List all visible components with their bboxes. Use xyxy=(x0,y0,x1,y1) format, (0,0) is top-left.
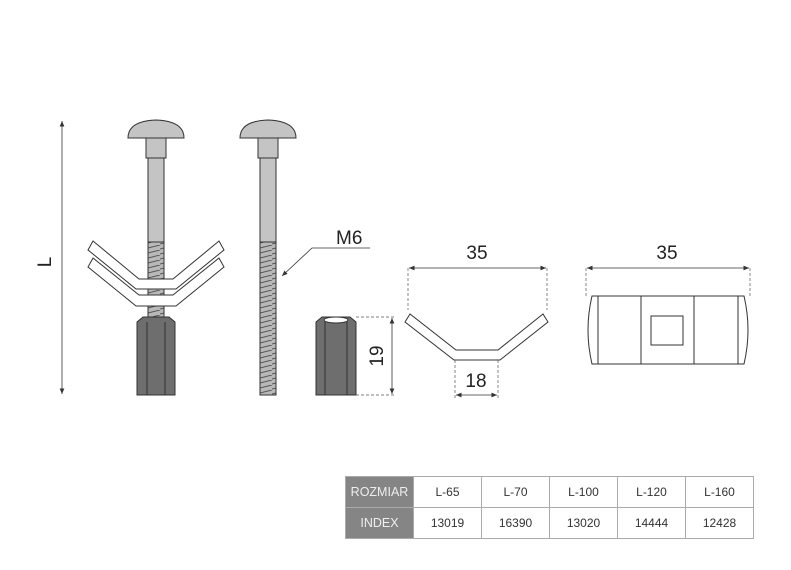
washer-base-label: 18 xyxy=(465,371,486,392)
nut-height-dimension: 19 xyxy=(356,316,396,396)
size-index-table: ROZMIAR L-65 L-70 L-100 L-120 L-160 INDE… xyxy=(345,476,754,539)
table-row: ROZMIAR L-65 L-70 L-100 L-120 L-160 xyxy=(345,476,754,508)
table-cell: L-65 xyxy=(413,476,482,508)
carriage-bolt xyxy=(239,119,297,396)
length-label: L xyxy=(35,257,56,268)
washer-width-label: 35 xyxy=(466,243,487,264)
washer-top-width-label: 35 xyxy=(656,243,677,264)
row-header: ROZMIAR xyxy=(345,476,414,508)
assembled-bolt xyxy=(87,119,225,396)
wing-washer xyxy=(87,240,225,307)
row-header: INDEX xyxy=(345,507,414,539)
table-row: INDEX 13019 16390 13020 14444 12428 xyxy=(345,507,754,539)
table-cell: L-120 xyxy=(617,476,686,508)
hex-nut xyxy=(136,316,176,396)
table-cell: 12428 xyxy=(685,507,754,539)
length-dimension: L xyxy=(35,121,65,394)
washer-side-view: 35 18 xyxy=(404,243,549,398)
table-cell: 14444 xyxy=(617,507,686,539)
table-cell: L-160 xyxy=(685,476,754,508)
nut-height-label: 19 xyxy=(367,345,388,366)
table-cell: 13019 xyxy=(413,507,482,539)
thread-callout: M6 xyxy=(281,228,370,277)
table-cell: 13020 xyxy=(549,507,618,539)
table-cell: 16390 xyxy=(481,507,550,539)
washer-top-view: 35 xyxy=(585,243,751,365)
separate-nut xyxy=(315,316,357,396)
table-cell: L-70 xyxy=(481,476,550,508)
table-cell: L-100 xyxy=(549,476,618,508)
thread-label: M6 xyxy=(336,228,362,249)
